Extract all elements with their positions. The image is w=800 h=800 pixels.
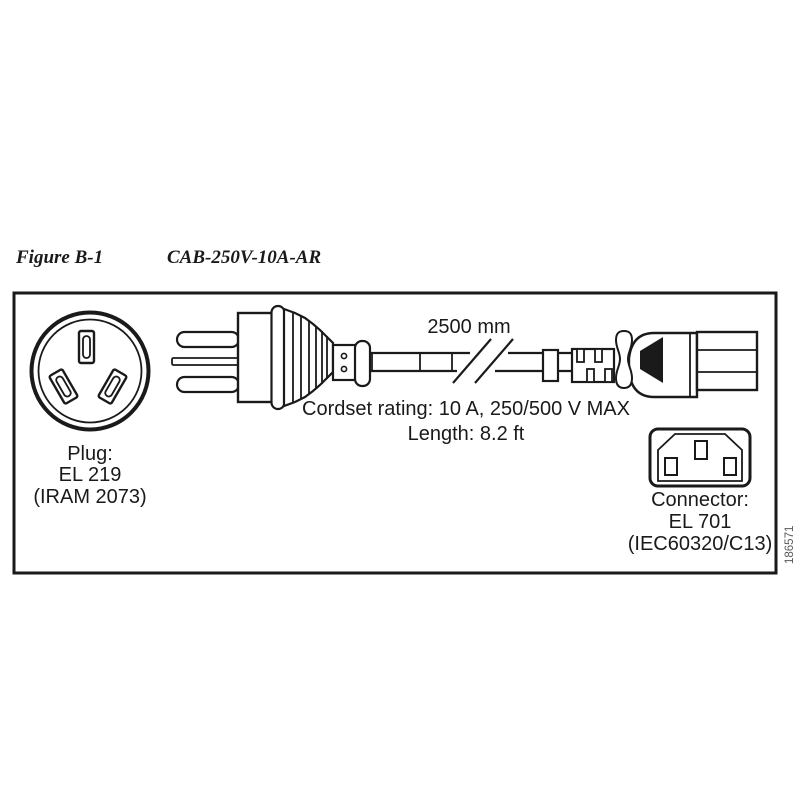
- plug-standard: (IRAM 2073): [33, 486, 146, 508]
- plug-labels: Plug: EL 219 (IRAM 2073): [33, 443, 146, 508]
- connector-face-inner-outline: [657, 433, 743, 482]
- connector-collar: [614, 329, 634, 390]
- cable-icon: [369, 338, 573, 384]
- plug-pin-top: [175, 330, 241, 349]
- figure-title: CAB-250V-10A-AR: [167, 247, 321, 268]
- plug-slot-right: [97, 368, 128, 405]
- connector-side-icon: [570, 329, 759, 399]
- connector-labels: Connector: EL 701 (IEC60320/C13): [628, 489, 773, 555]
- connector-slot-left: [664, 457, 678, 476]
- plug-slot-left: [48, 368, 79, 405]
- plug-face-inner-ring: [37, 318, 143, 424]
- connector-label: Connector:: [651, 489, 749, 511]
- plug-pin-bottom: [175, 375, 241, 394]
- plug-side-icon: [171, 304, 372, 411]
- connector-standard: (IEC60320/C13): [628, 533, 773, 555]
- figure-label: Figure B-1: [15, 247, 103, 268]
- plug-face-icon: [29, 310, 151, 432]
- plug-slot-top: [77, 329, 96, 365]
- connector-slot-top: [694, 440, 708, 460]
- plug-strain-cone-ribs: [292, 312, 328, 403]
- plug-model: EL 219: [59, 464, 122, 486]
- cable-band: [541, 348, 560, 383]
- connector-end-block: [695, 330, 759, 392]
- figure-border: [12, 291, 778, 575]
- cable-segment-dividers: [371, 353, 453, 371]
- connector-slot-right: [723, 457, 737, 476]
- connector-grip-wedge: [640, 337, 663, 383]
- plug-neck: [331, 343, 358, 382]
- figure-id: 186571: [784, 526, 796, 564]
- cable-stub: [558, 351, 573, 373]
- cord-length-text: Length: 8.2 ft: [408, 423, 525, 445]
- cordset-rating-text: Cordset rating: 10 A, 250/500 V MAX: [302, 398, 630, 420]
- connector-strain-relief: [570, 347, 616, 384]
- plug-flange: [270, 304, 286, 411]
- connector-model: EL 701: [669, 511, 732, 533]
- cable-break-icon: [452, 338, 514, 384]
- plug-label: Plug:: [67, 443, 113, 465]
- connector-face-icon: [648, 427, 752, 488]
- plug-cable-flange: [353, 339, 372, 388]
- plug-face-outer-ring: [29, 310, 151, 432]
- cable-length-label: 2500 mm: [427, 316, 510, 338]
- plug-pin-middle: [171, 357, 240, 366]
